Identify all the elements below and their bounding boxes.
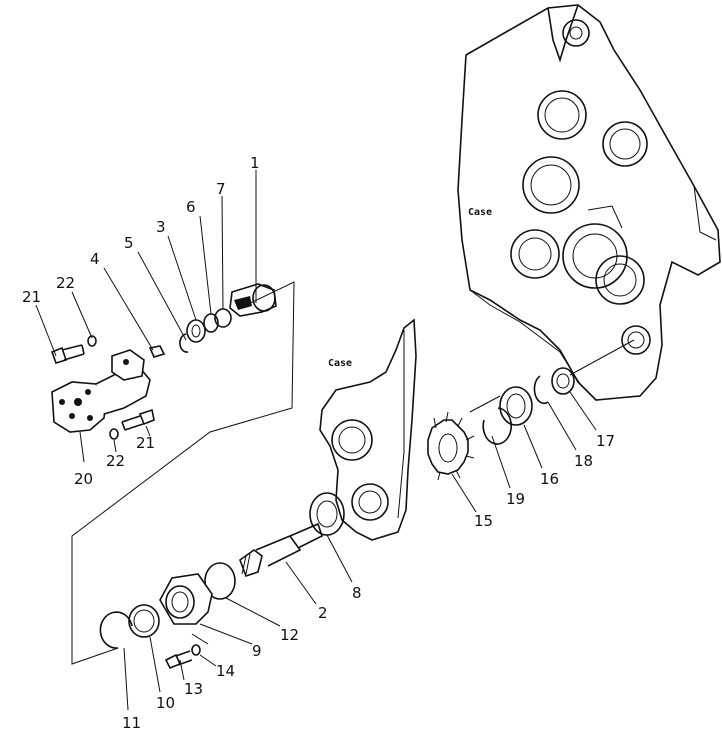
part-18-snap-ring: [533, 375, 549, 405]
callout-5: 5: [124, 234, 134, 252]
callout-6: 6: [186, 198, 196, 216]
part-15-gear: [427, 411, 475, 481]
callout-1: 1: [250, 154, 260, 172]
callout-9: 9: [252, 642, 262, 660]
part-12-o-ring: [204, 562, 236, 600]
part-19-snap-ring: [482, 407, 513, 445]
callout-21-upper: 21: [22, 288, 41, 306]
part-4-bolt: [148, 345, 166, 358]
callout-8: 8: [352, 584, 362, 602]
part-21-upper-bolt: [50, 344, 85, 364]
callout-7: 7: [216, 180, 226, 198]
callout-14: 14: [216, 662, 235, 680]
callout-11: 11: [122, 714, 141, 732]
callout-15: 15: [474, 512, 493, 530]
part-9-flange-cover: [159, 573, 213, 625]
part-1-bracket: [229, 283, 277, 317]
case-label-lower: Case: [328, 358, 352, 369]
part-22-upper-washer: [87, 335, 97, 347]
part-22-lower-washer: [109, 428, 119, 440]
part-11-snap-ring: [99, 611, 133, 649]
lower-case-housing: [319, 318, 417, 541]
part-20-pump-unit: [51, 349, 151, 433]
part-8-bearing: [309, 492, 345, 536]
part-14-washer: [191, 644, 201, 656]
callout-21-lower: 21: [136, 434, 155, 452]
part-3-bearing: [186, 319, 206, 343]
upper-case-housing: [457, 4, 721, 401]
part-16-bearing: [499, 386, 533, 426]
callout-20: 20: [74, 470, 93, 488]
callout-13: 13: [184, 680, 203, 698]
callout-19: 19: [506, 490, 525, 508]
part-2-shaft: [239, 522, 323, 578]
part-21-lower-bolt: [121, 408, 155, 431]
callout-18: 18: [574, 452, 593, 470]
callout-22-lower: 22: [106, 452, 125, 470]
part-13-bolt: [164, 650, 193, 670]
callout-17: 17: [596, 432, 615, 450]
callout-3: 3: [156, 218, 166, 236]
callout-12: 12: [280, 626, 299, 644]
part-17-seal: [551, 367, 575, 395]
callout-10: 10: [156, 694, 175, 712]
callout-2: 2: [318, 604, 328, 622]
callout-4: 4: [90, 250, 100, 268]
callout-22-upper: 22: [56, 274, 75, 292]
case-label-upper: Case: [468, 207, 492, 218]
assembly-lines: [35, 170, 635, 711]
callout-16: 16: [540, 470, 559, 488]
part-10-seal: [128, 604, 160, 638]
